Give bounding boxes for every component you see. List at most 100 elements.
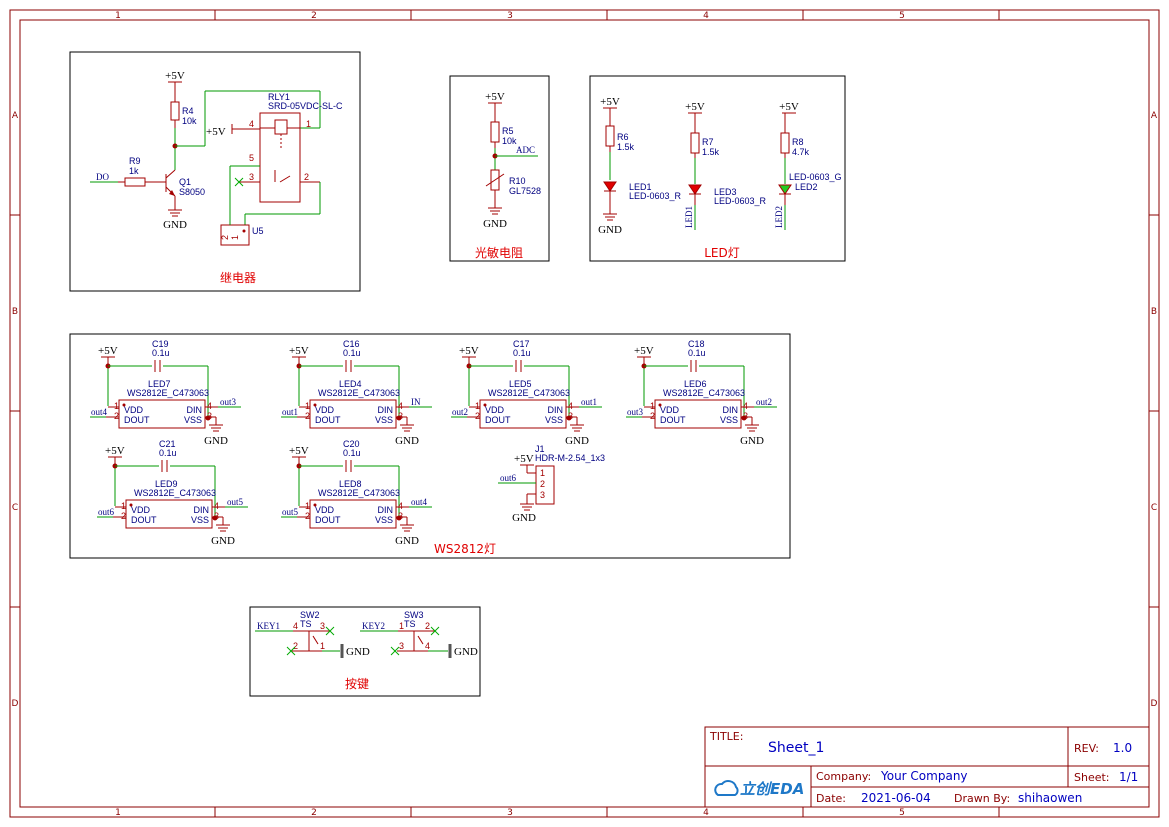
frame-row-labels: A B C D A B C D <box>12 111 1158 709</box>
pin-name-vss: VSS <box>545 415 563 425</box>
j1-header: J1 HDR-M-2.54_1x3 +5V 1 2 3 out6 GND <box>498 444 605 524</box>
capacitor-value: 0.1u <box>343 448 361 458</box>
ws-led-ref: LED8 <box>339 479 362 489</box>
r9-ref: R9 <box>129 156 141 166</box>
u5-pin: 1 <box>230 235 240 240</box>
ws2812-led-body <box>309 499 397 529</box>
j1-ref: J1 <box>535 444 545 454</box>
ws2812-led-body <box>309 399 397 429</box>
pin-name-dout: DOUT <box>124 415 150 425</box>
ws2812-unit: +5VC200.1uLED8WS2812E_C473063VDDDOUTDINV… <box>281 439 432 547</box>
ws-pin-number: 4 <box>207 401 212 411</box>
lceda-logo: 立创EDA <box>714 780 804 798</box>
pin-name-dout: DOUT <box>485 415 511 425</box>
vcc-label: +5V <box>289 445 309 457</box>
r6-resistor <box>605 125 615 147</box>
rly1-pin: 5 <box>249 153 254 163</box>
ws-pin-number: 1 <box>305 501 310 511</box>
sw3-value: TS <box>404 619 416 629</box>
pin-name-vdd: VDD <box>124 405 144 415</box>
ws-pin-number: 1 <box>121 501 126 511</box>
sw3-pin: 3 <box>399 641 404 651</box>
net-label-right: out2 <box>756 397 772 407</box>
pin-name-vdd: VDD <box>315 505 335 515</box>
net-label-right: out3 <box>220 397 237 407</box>
pin-name-vss: VSS <box>191 515 209 525</box>
capacitor-ref: C17 <box>513 339 530 349</box>
relay-section-box <box>69 51 361 292</box>
ws2812-unit: +5VC210.1uLED9WS2812E_C473063VDDDOUTDINV… <box>97 439 248 547</box>
u5-pin: 2 <box>220 235 230 240</box>
pin-name-din: DIN <box>548 405 564 415</box>
sw3-pin: 2 <box>425 621 430 631</box>
capacitor-value: 0.1u <box>152 348 170 358</box>
ws-pin-number: 3 <box>207 411 212 421</box>
pin-name-vdd: VDD <box>660 405 680 415</box>
net-label-right: IN <box>411 397 421 407</box>
net-label-key2: KEY2 <box>362 621 385 631</box>
net-label-key1: KEY1 <box>257 621 280 631</box>
row-label-right: D <box>1151 699 1158 709</box>
rev-label: REV: <box>1074 742 1099 755</box>
u5-connector <box>220 224 250 246</box>
vcc-label: +5V <box>289 345 309 357</box>
vcc-label: +5V <box>459 345 479 357</box>
ws-pin-number: 1 <box>475 401 480 411</box>
ws-led-ref: LED4 <box>339 379 362 389</box>
capacitor-ref: C19 <box>152 339 169 349</box>
r5-resistor <box>490 121 500 143</box>
photo-section-box <box>449 75 550 262</box>
r5-ref: R5 <box>502 126 514 136</box>
vcc-label: +5V <box>165 70 185 82</box>
net-label-left: out5 <box>282 507 299 517</box>
led3-value: LED-0603_R <box>714 196 767 206</box>
net-label-out6: out6 <box>500 473 517 483</box>
pin-name-vdd: VDD <box>485 405 505 415</box>
logo-text: 立创EDA <box>740 780 804 798</box>
capacitor-ref: C16 <box>343 339 360 349</box>
gnd-label: GND <box>565 435 589 447</box>
col-label-top: 1 <box>115 11 121 21</box>
ws-led-ref: LED5 <box>509 379 532 389</box>
ws-led-part: WS2812E_C473063 <box>488 388 570 398</box>
rly1-value: SRD-05VDC-SL-C <box>268 101 343 111</box>
ws2812-unit: +5VC190.1uLED7WS2812E_C473063VDDDOUTDINV… <box>90 339 241 447</box>
keys-section-title: 按键 <box>345 677 369 691</box>
col-label-bottom: 3 <box>507 808 513 818</box>
ws-pin-number: 3 <box>214 511 219 521</box>
gnd-label: GND <box>395 535 419 547</box>
vcc-label: +5V <box>485 91 505 103</box>
r7-value: 1.5k <box>702 147 720 157</box>
gnd-label: GND <box>454 646 478 658</box>
gnd-label: GND <box>346 646 370 658</box>
sw3-pin: 4 <box>425 641 430 651</box>
col-label-bottom: 1 <box>115 808 121 818</box>
capacitor-ref: C18 <box>688 339 705 349</box>
date-value: 2021-06-04 <box>861 791 931 805</box>
net-label-left: out4 <box>91 407 108 417</box>
row-label-left: D <box>12 699 19 709</box>
ws-pin-number: 2 <box>305 511 310 521</box>
ws-pin-number: 2 <box>114 411 119 421</box>
sw2-pin: 2 <box>293 641 298 651</box>
j1-pin: 3 <box>540 490 545 500</box>
pin-name-dout: DOUT <box>131 515 157 525</box>
led2-diode <box>778 184 792 195</box>
pin-name-vss: VSS <box>720 415 738 425</box>
pin-name-din: DIN <box>723 405 739 415</box>
j1-body <box>535 465 555 505</box>
ws-pin-number: 3 <box>398 411 403 421</box>
title-block: TITLE: Sheet_1 REV: 1.0 Company: Your Co… <box>704 726 1150 808</box>
capacitor-value: 0.1u <box>688 348 706 358</box>
ws-pin-number: 1 <box>114 401 119 411</box>
pin-name-dout: DOUT <box>315 415 341 425</box>
r9-value: 1k <box>129 166 139 176</box>
ws-pin-number: 1 <box>650 401 655 411</box>
rly1-pin: 1 <box>306 119 311 129</box>
ws-led-part: WS2812E_C473063 <box>318 388 400 398</box>
gnd-label: GND <box>163 219 187 231</box>
gnd-label: GND <box>204 435 228 447</box>
r5-value: 10k <box>502 136 517 146</box>
sheet-value: 1/1 <box>1119 770 1138 784</box>
j1-pin: 1 <box>540 468 545 478</box>
